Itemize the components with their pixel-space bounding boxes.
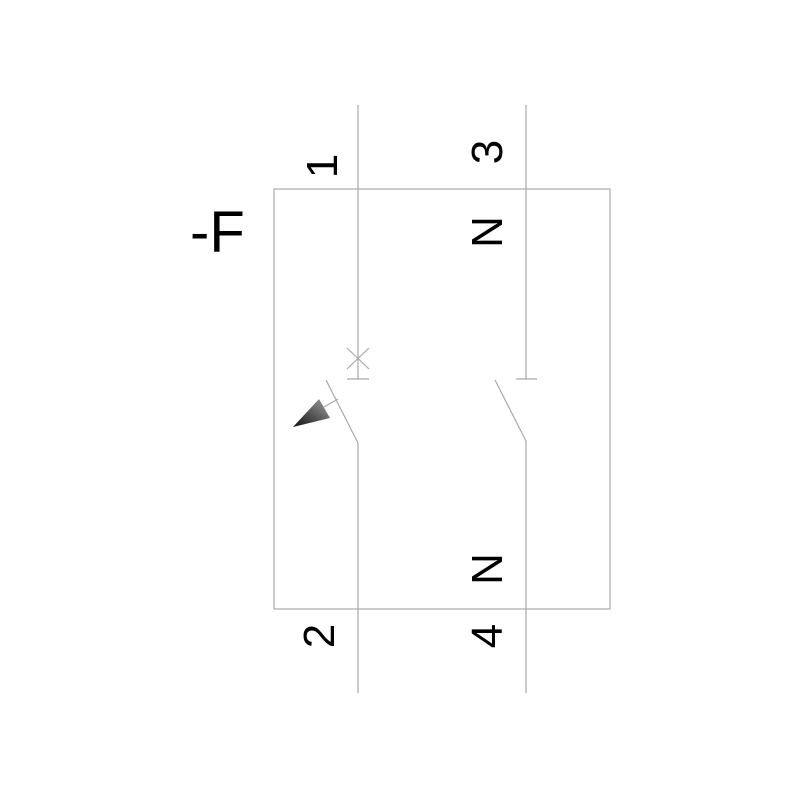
device-designation: -F bbox=[190, 200, 245, 265]
neutral-pole bbox=[494, 105, 537, 693]
terminal-1-label: 1 bbox=[298, 154, 347, 178]
phase-pole bbox=[293, 105, 370, 693]
actuator-link bbox=[323, 398, 339, 408]
neutral-switch-blade bbox=[494, 379, 527, 442]
neutral-marker-bottom: N bbox=[463, 553, 512, 585]
terminal-3-label: 3 bbox=[463, 140, 512, 164]
neutral-marker-top: N bbox=[463, 216, 512, 248]
trip-mark-icon bbox=[346, 347, 370, 370]
terminal-4-label: 4 bbox=[463, 624, 512, 648]
device-frame bbox=[273, 188, 611, 610]
terminal-2-label: 2 bbox=[295, 624, 344, 648]
phase-switch-blade bbox=[325, 379, 359, 444]
trip-arrow-icon bbox=[293, 399, 330, 427]
